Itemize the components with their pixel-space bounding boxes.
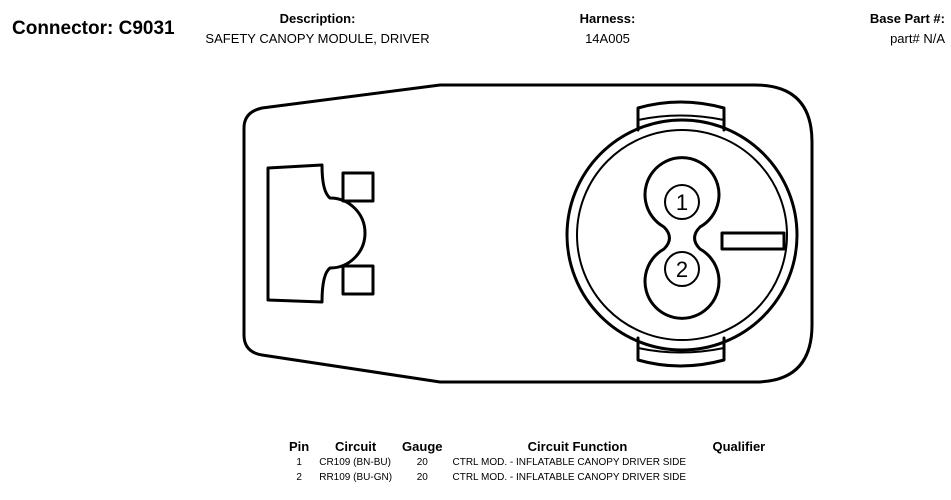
header-pin: Pin (289, 438, 310, 454)
cell-gauge: 20 (416, 472, 428, 483)
pin-table-header: Pin Circuit Gauge Circuit Function Quali… (284, 437, 770, 455)
cell-circuit: RR109 (BU-GN) (319, 472, 393, 483)
pin-cavity-outline (643, 156, 721, 320)
cell-qualifier (708, 455, 771, 470)
description-value: SAFETY CANOPY MODULE, DRIVER (205, 31, 430, 46)
latch-window-lower (341, 264, 375, 296)
cell-gauge: 20 (416, 457, 428, 468)
description-block: Description: SAFETY CANOPY MODULE, DRIVE… (195, 11, 440, 46)
cell-function: CTRL MOD. - INFLATABLE CANOPY DRIVER SID… (452, 472, 687, 483)
header-qualifier: Qualifier (712, 438, 766, 454)
header-circuit: Circuit (335, 438, 377, 454)
pin-1-label: 1 (676, 190, 688, 215)
harness-block: Harness: 14A005 (560, 11, 655, 46)
cell-function: CTRL MOD. - INFLATABLE CANOPY DRIVER SID… (452, 457, 687, 468)
base-part-label: Base Part #: (869, 11, 945, 26)
pin-table: Pin Circuit Gauge Circuit Function Quali… (284, 437, 770, 485)
cell-pin: 2 (296, 472, 302, 483)
socket-inner-ring (576, 129, 788, 341)
connector-housing-outline (242, 83, 814, 384)
socket-tab-bottom-inner (637, 347, 725, 354)
cell-circuit: CR109 (BN-BU) (319, 457, 391, 468)
socket-tab-top-inner (637, 114, 725, 121)
socket-tab-bottom (636, 336, 726, 368)
pin-2-contact (664, 251, 700, 287)
connector-face-diagram: 1 2 (242, 83, 814, 384)
base-part-block: Base Part #: part# N/A (845, 11, 945, 46)
keying-slot (720, 231, 786, 251)
header-gauge: Gauge (402, 438, 443, 454)
table-row: 2 RR109 (BU-GN) 20 CTRL MOD. - INFLATABL… (284, 470, 770, 485)
harness-label: Harness: (579, 11, 636, 26)
connector-title: Connector: C9031 (12, 18, 175, 39)
pin-1-contact (664, 184, 700, 220)
table-row: 1 CR109 (BN-BU) 20 CTRL MOD. - INFLATABL… (284, 455, 770, 470)
description-label: Description: (279, 11, 356, 26)
cell-qualifier (708, 470, 771, 485)
socket-ring (565, 118, 799, 352)
cell-pin: 1 (296, 457, 302, 468)
base-part-value: part# N/A (890, 31, 945, 46)
latch-window-upper (341, 171, 375, 203)
socket-tab-top (636, 100, 726, 132)
harness-value: 14A005 (585, 31, 630, 46)
latch-outline (266, 163, 367, 304)
header-function: Circuit Function (527, 438, 628, 454)
pin-2-label: 2 (676, 257, 688, 282)
